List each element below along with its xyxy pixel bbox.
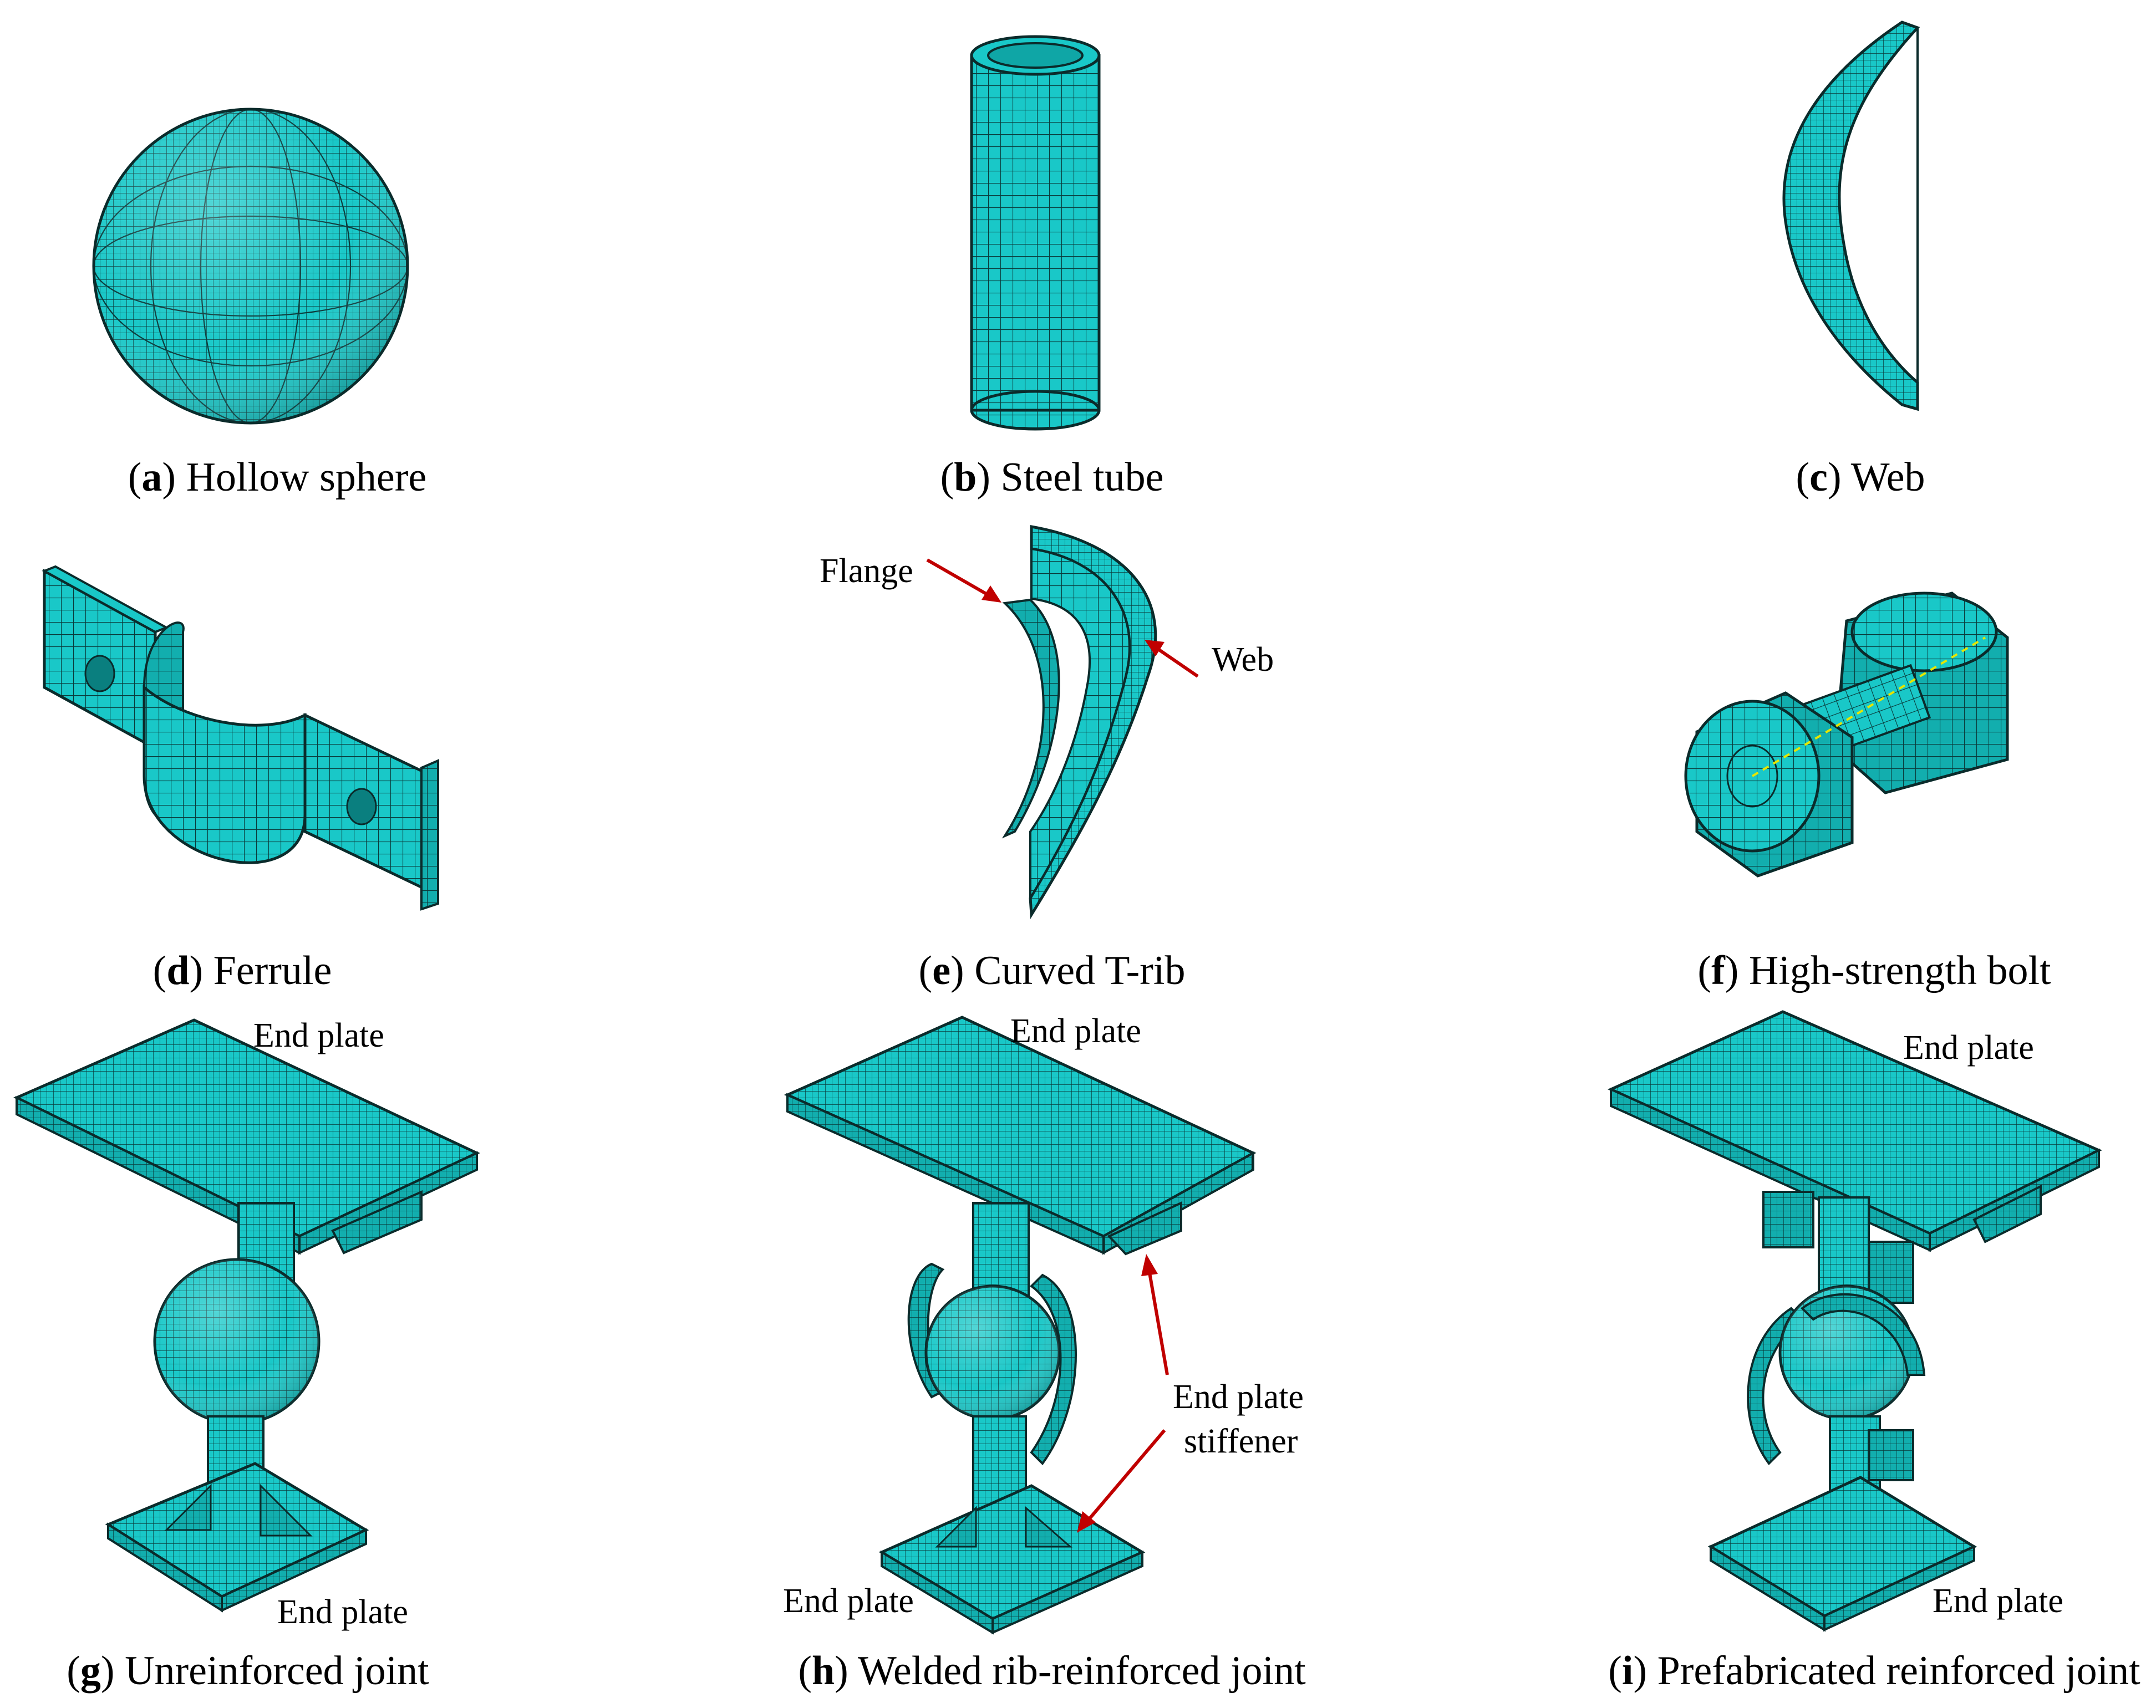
caption-f: (f) High-strength bolt <box>1697 948 2051 993</box>
caption-a: (a) Hollow sphere <box>128 455 426 500</box>
caption-h: (h) Welded rib-reinforced joint <box>798 1648 1306 1694</box>
tube-mesh <box>972 55 1099 410</box>
label-h-end-plate-bottom: End plate <box>783 1582 914 1620</box>
panel-i-prefabricated-reinforced-joint <box>1607 1010 2102 1632</box>
panel-b-steel-tube <box>970 35 1101 431</box>
caption-d: (d) Ferrule <box>153 948 332 993</box>
label-g-end-plate-top: End plate <box>253 1017 384 1054</box>
caption-b: (b) Steel tube <box>940 455 1164 500</box>
label-h-stiffener: stiffener <box>1184 1423 1298 1460</box>
panel-a-hollow-sphere <box>92 108 409 425</box>
label-g-end-plate-bottom: End plate <box>277 1593 408 1631</box>
panel-e-curved-t-rib <box>926 525 1199 919</box>
panel-f-high-strength-bolt <box>1684 592 2009 878</box>
label-flange: Flange <box>820 552 913 590</box>
caption-e: (e) Curved T-rib <box>919 948 1186 993</box>
caption-g: (g) Unreinforced joint <box>67 1648 429 1694</box>
panel-d-ferrule <box>42 565 439 911</box>
label-h-end-plate-stiffener: End plate <box>1173 1378 1304 1416</box>
t-rib-flange-mesh <box>1001 598 1060 839</box>
panel-h-welded-rib-reinforced-joint <box>784 1016 1257 1635</box>
panel-c-web <box>1782 21 1920 411</box>
label-web: Web <box>1212 641 1274 679</box>
caption-c: (c) Web <box>1796 455 1925 500</box>
label-h-end-plate-top: End plate <box>1010 1012 1141 1050</box>
web-mesh <box>1782 21 1920 411</box>
panel-g-unreinforced-joint <box>13 1018 480 1613</box>
caption-i: (i) Prefabricated reinforced joint <box>1608 1648 2140 1694</box>
label-i-end-plate-top: End plate <box>1903 1029 2034 1067</box>
label-i-end-plate-bottom: End plate <box>1933 1582 2063 1620</box>
